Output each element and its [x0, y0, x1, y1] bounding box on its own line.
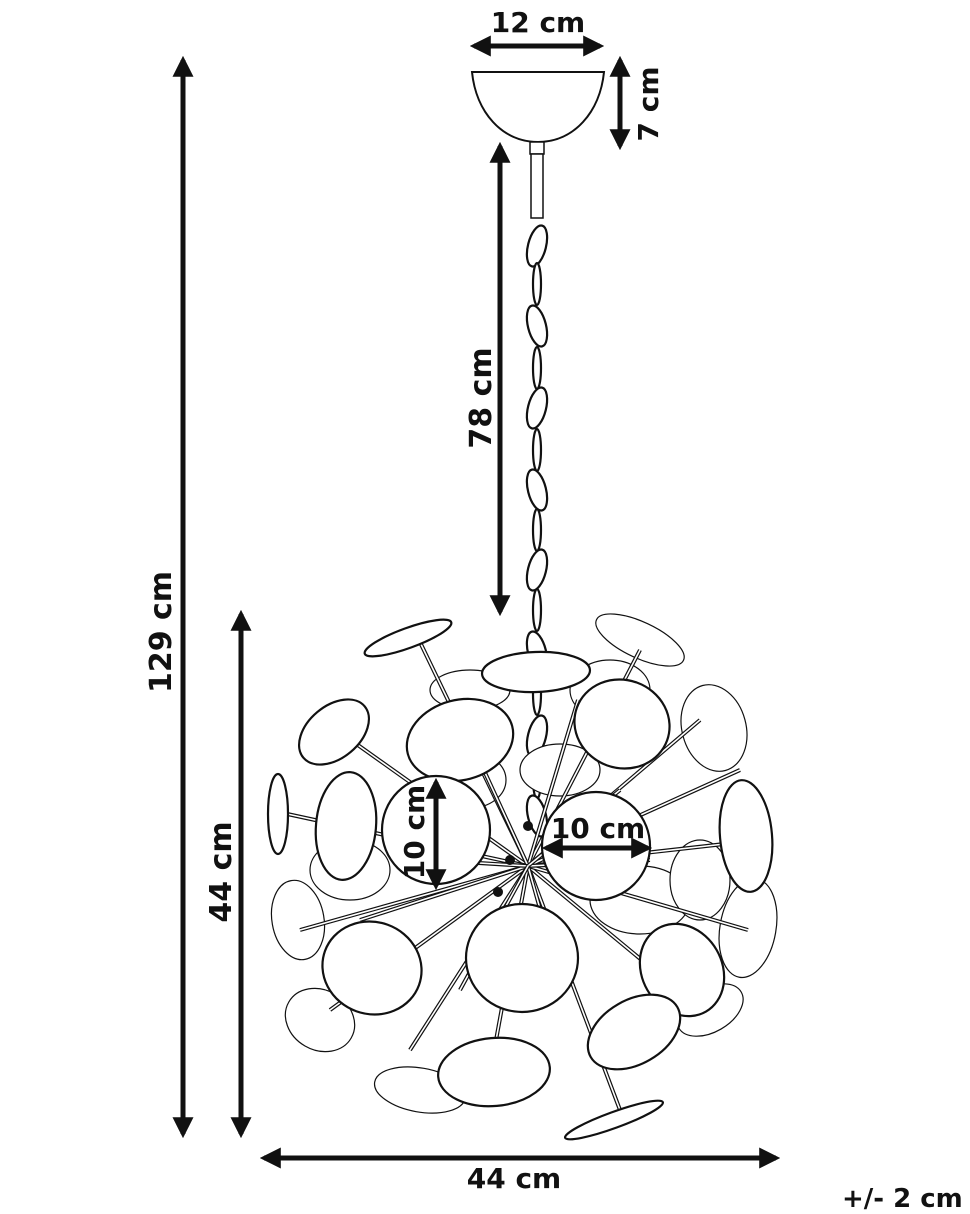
chain-link: [531, 507, 543, 553]
back-disc: [669, 839, 731, 921]
chain-link: [525, 386, 549, 430]
chain-link: [531, 427, 543, 473]
tolerance-note: +/- 2 cm: [842, 1184, 963, 1214]
back-disc: [270, 879, 326, 961]
front-disc: [266, 772, 290, 856]
chain-link: [525, 304, 549, 348]
front-disc: [437, 1036, 551, 1108]
hub-dot: [493, 887, 503, 897]
hub-dot: [505, 855, 515, 865]
front-disc: [480, 650, 592, 694]
disc-stem-highlight: [527, 699, 579, 867]
chain-link: [531, 345, 543, 391]
chain-link: [525, 224, 549, 268]
canopy-height-label: 7 cm: [632, 66, 665, 141]
front-disc: [563, 1099, 665, 1141]
front-disc: [405, 697, 515, 783]
chain-link: [525, 548, 549, 592]
body-height-label: 44 cm: [204, 821, 239, 922]
front-disc: [718, 779, 774, 893]
front-disc: [573, 678, 671, 770]
back-disc: [519, 743, 601, 797]
hub-dot: [523, 821, 533, 831]
chain-length-label: 78 cm: [464, 347, 499, 448]
front-disc: [638, 922, 726, 1018]
front-disc: [297, 698, 371, 766]
lamp-body: [266, 613, 778, 1141]
disc-stem-highlight: [527, 865, 621, 1111]
front-disc: [464, 902, 580, 1014]
back-disc: [595, 613, 685, 667]
front-disc: [321, 920, 423, 1016]
disc-vertical-label: 10 cm: [398, 785, 431, 880]
front-disc: [363, 618, 453, 658]
front-disc: [586, 993, 682, 1071]
chain-link: [531, 587, 543, 633]
total-height-label: 129 cm: [144, 571, 179, 693]
disc-stem-highlight: [359, 865, 529, 921]
ceiling-canopy: [470, 71, 606, 155]
chain: [525, 153, 549, 838]
canopy-width-label: 12 cm: [491, 6, 586, 39]
chain-link: [525, 468, 549, 512]
body-width-label: 44 cm: [467, 1162, 562, 1195]
chain-link: [531, 261, 543, 307]
back-disc: [680, 684, 748, 772]
disc-horizontal-label: 10 cm: [551, 812, 646, 845]
front-disc: [314, 771, 378, 881]
